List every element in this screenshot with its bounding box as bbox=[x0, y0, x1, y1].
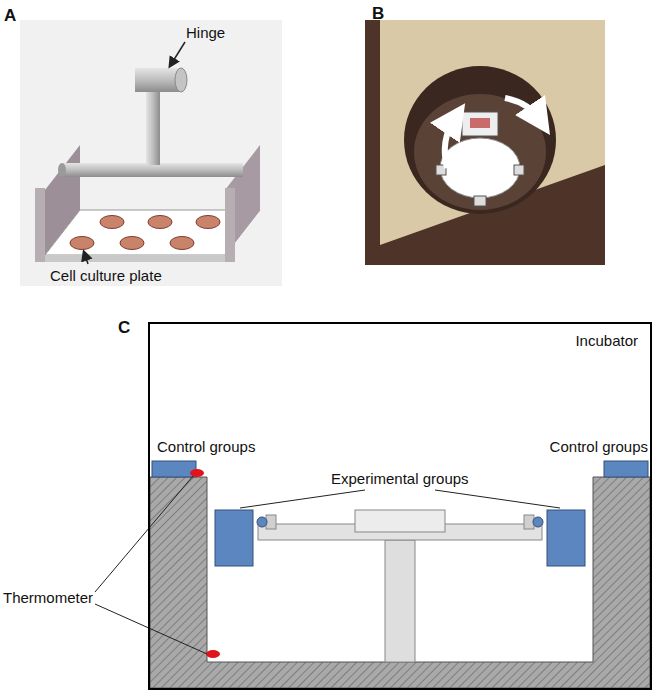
part-name: Cell culture plate bbox=[50, 267, 162, 284]
group-label: Experimental groups bbox=[331, 470, 469, 487]
panel-b-drawing bbox=[365, 20, 605, 265]
incubator-box: Incubator bbox=[148, 322, 652, 690]
panel-letter: C bbox=[118, 318, 130, 338]
panel-letter: B bbox=[372, 4, 384, 24]
panel-a-drawing bbox=[20, 20, 282, 286]
group-label: Control groups bbox=[550, 438, 648, 455]
panel-letter: A bbox=[4, 6, 16, 26]
part-name: Hinge bbox=[186, 24, 225, 41]
box-title: Incubator bbox=[575, 332, 638, 349]
part-name: Thermometer bbox=[3, 589, 93, 606]
panel-c-drawing bbox=[95, 461, 650, 688]
group-label: Control groups bbox=[157, 438, 255, 455]
